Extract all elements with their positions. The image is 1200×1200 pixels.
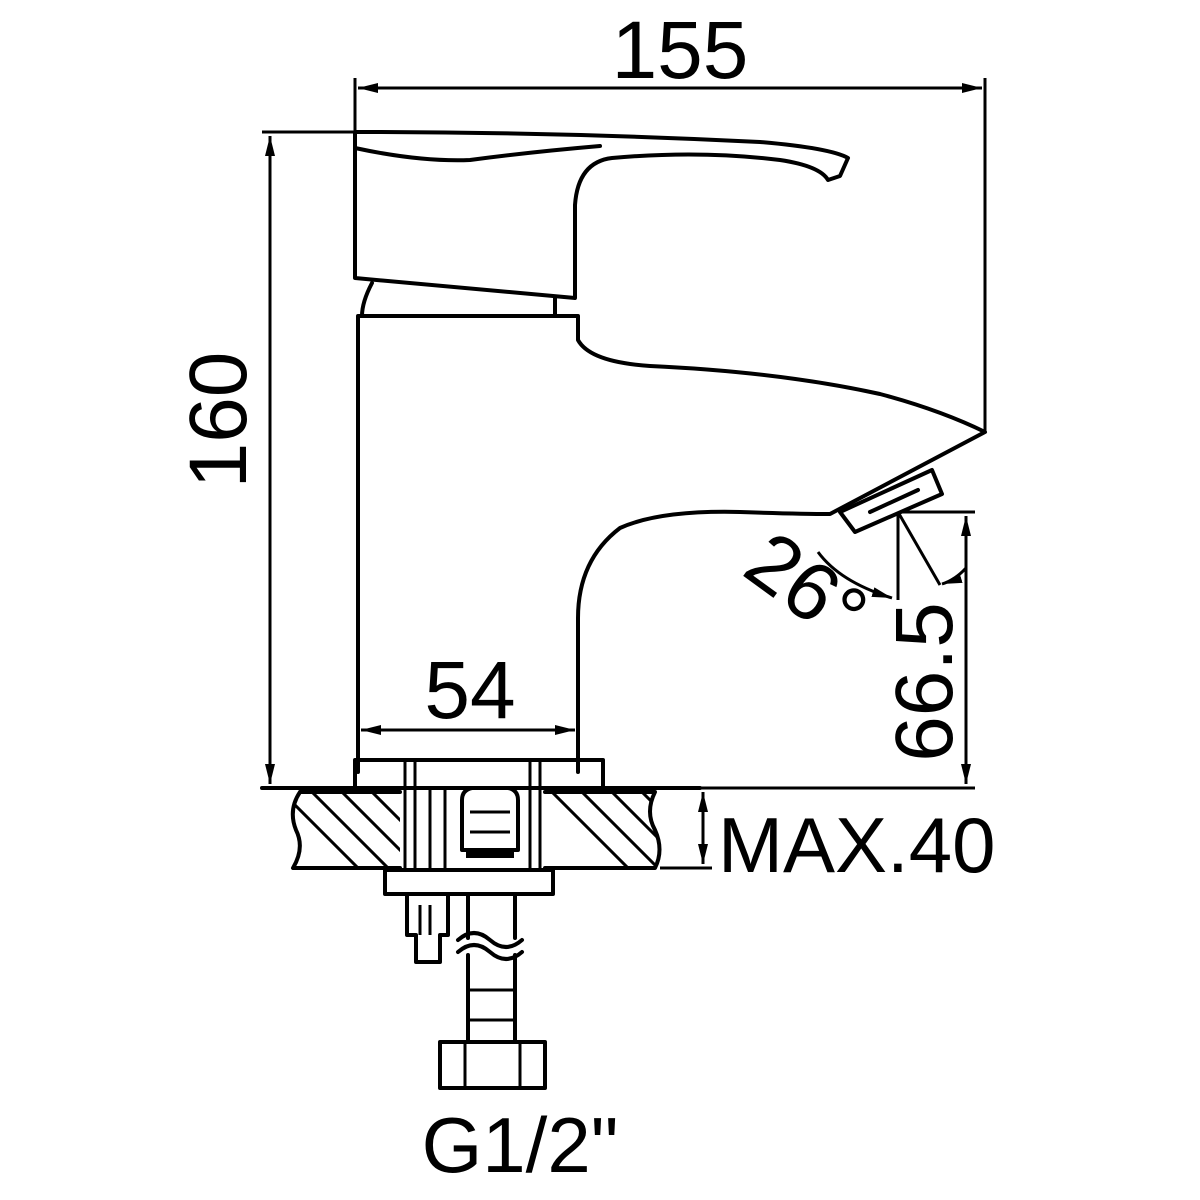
body-outline	[356, 314, 987, 774]
label-thread: G1/2"	[422, 1101, 619, 1189]
mounting-hardware	[383, 760, 555, 1090]
counter-right-outline	[543, 790, 662, 870]
hose-break-1	[456, 931, 524, 949]
dim-counter-max40	[660, 792, 712, 870]
counter-hatch-left	[292, 792, 400, 868]
label-total-height: 160	[173, 352, 264, 489]
lever-handle	[353, 130, 850, 300]
dim-width-155	[353, 78, 987, 432]
counter-section	[260, 786, 702, 870]
dim-spout-66-5	[700, 510, 975, 790]
dim-height-160	[262, 130, 355, 784]
label-base-width: 54	[424, 645, 515, 736]
aerator	[838, 468, 944, 534]
fixing-bolt	[405, 892, 450, 964]
counter-hatch-right	[545, 792, 660, 868]
label-max-counter: MAX.40	[718, 801, 995, 889]
label-spout-height: 66.5	[879, 602, 970, 762]
lever-inner-curve	[353, 144, 602, 163]
base-plate	[353, 758, 605, 790]
threaded-stud	[460, 786, 520, 852]
hose-break-2	[456, 943, 524, 961]
faucet-body	[353, 130, 987, 790]
fixing-plate	[383, 868, 555, 896]
label-spout-angle: 26°	[729, 514, 883, 661]
counter-left-outline	[290, 790, 402, 870]
hex-nut	[438, 1040, 547, 1090]
stud-ring	[466, 848, 514, 858]
label-total-width: 155	[612, 5, 749, 96]
dim-angle-26	[816, 511, 968, 600]
